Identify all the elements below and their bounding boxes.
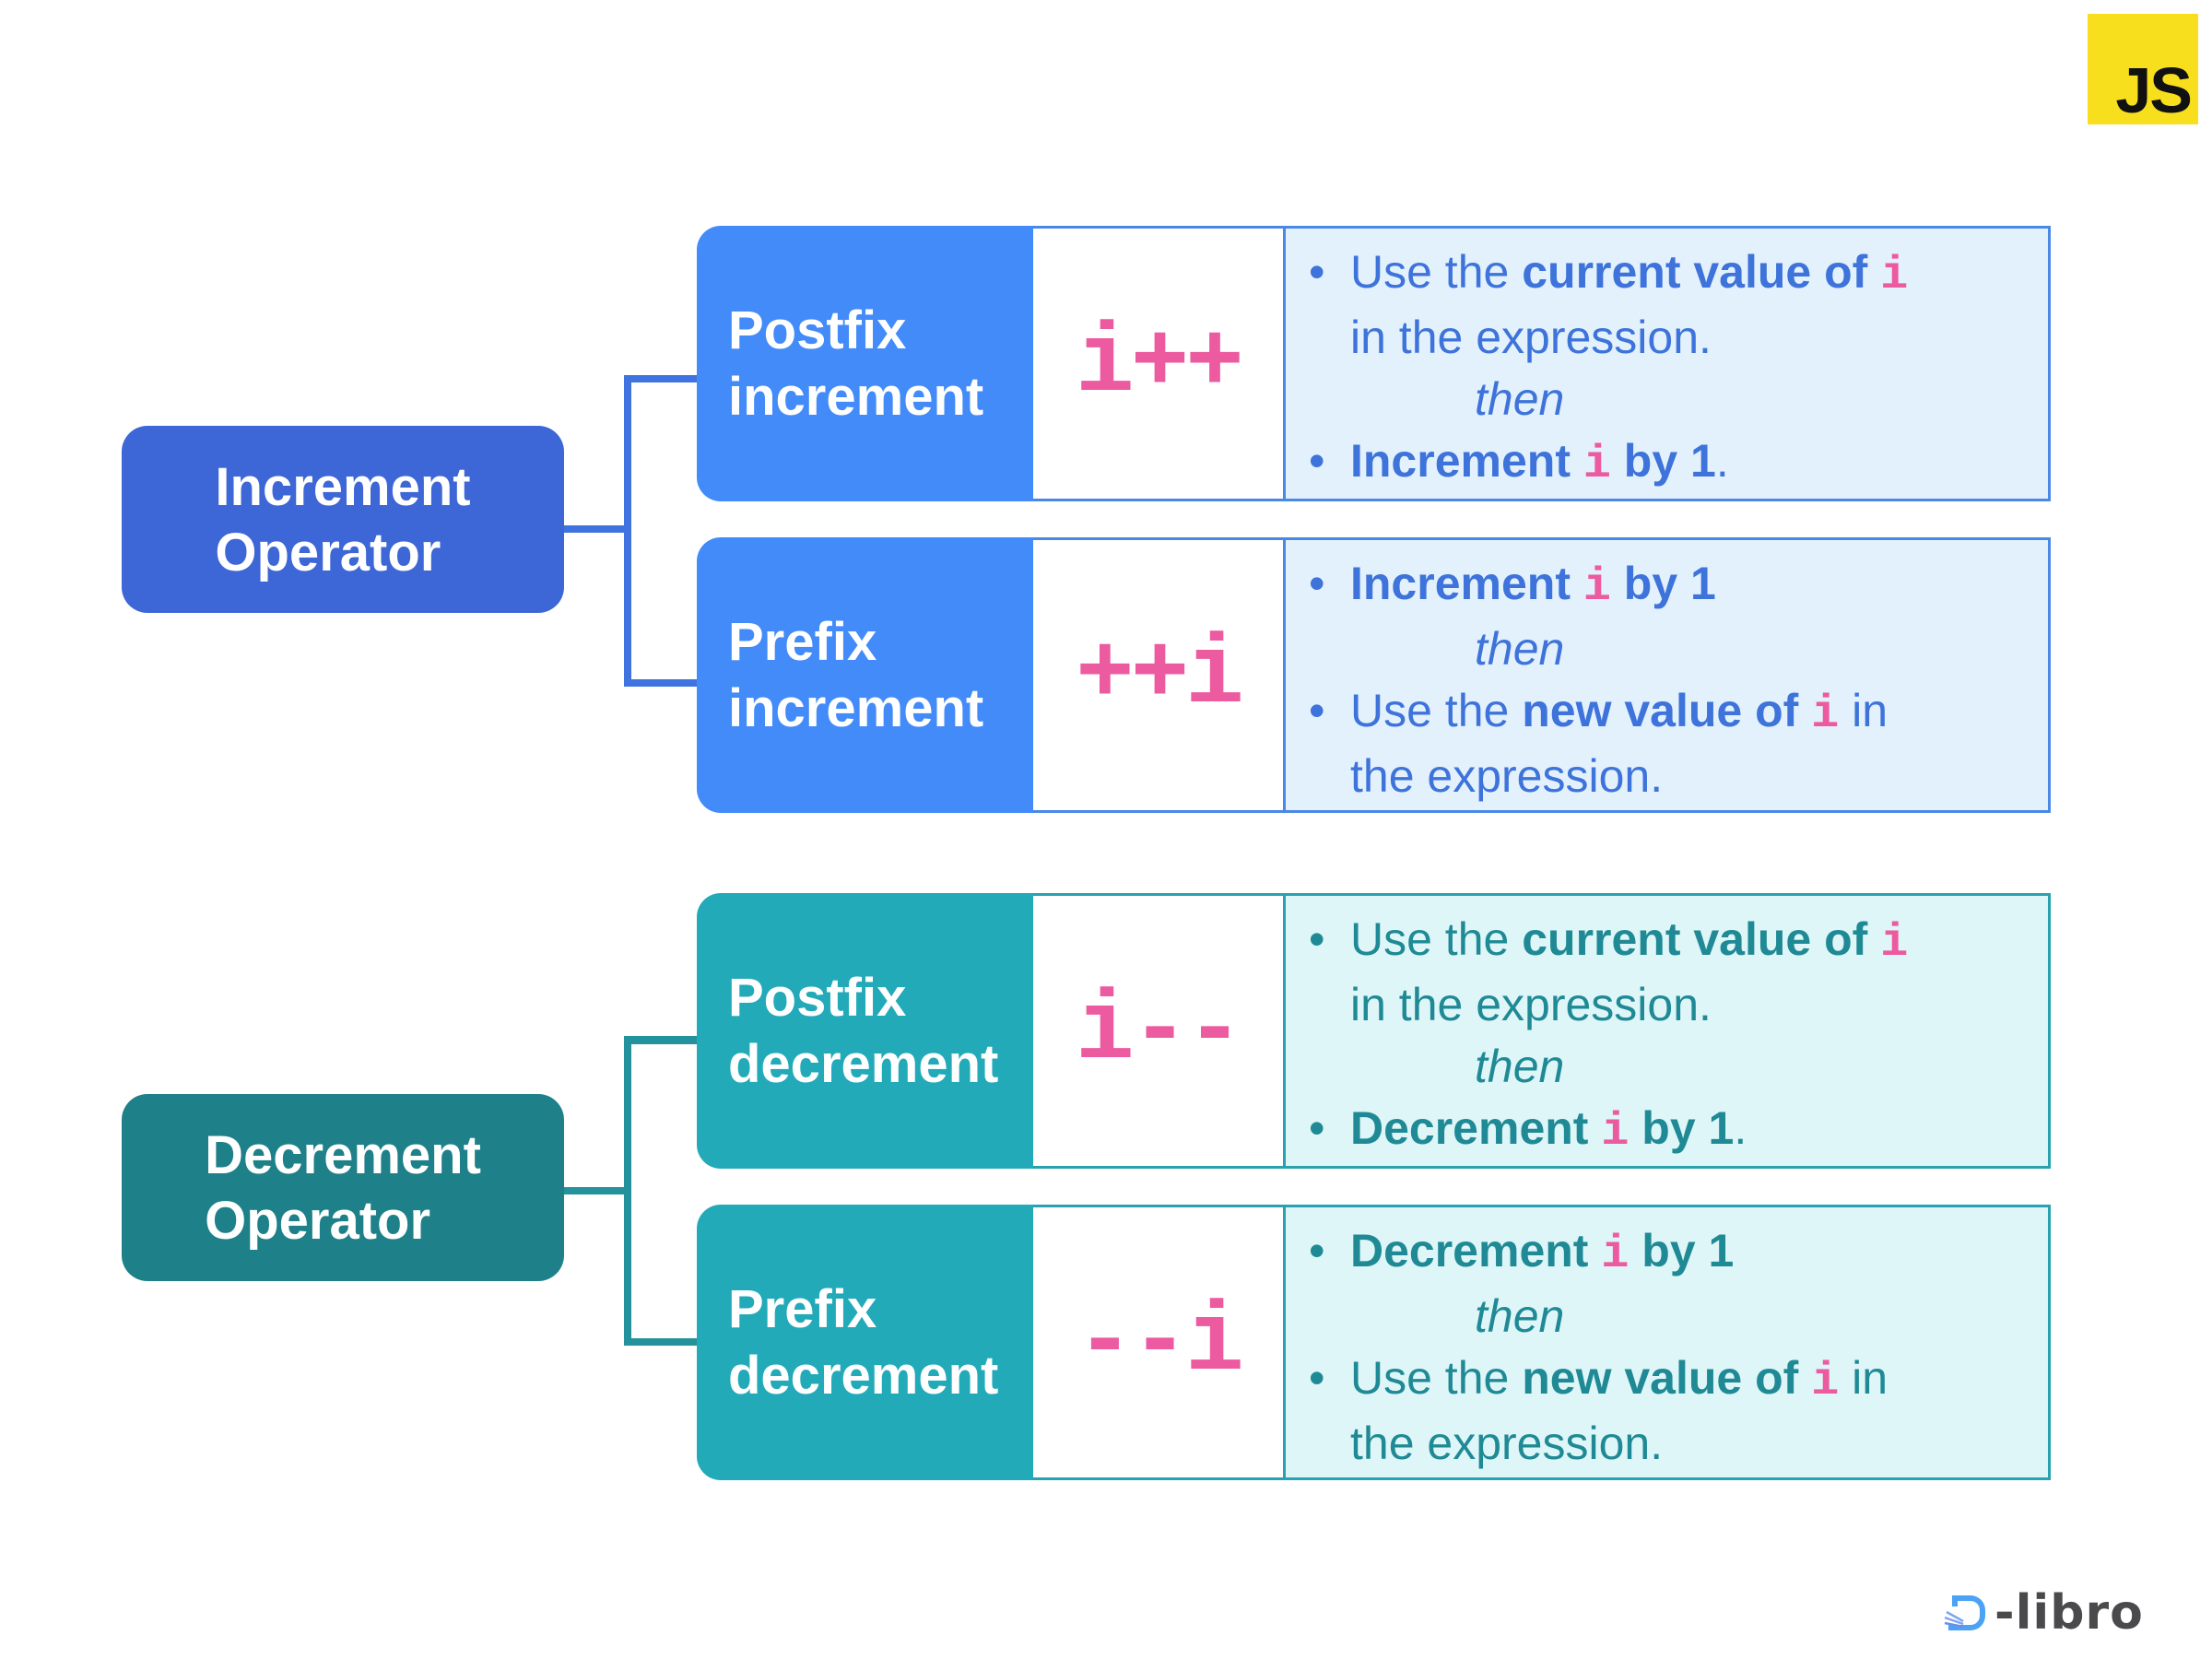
bold-text: by 1 (1641, 1225, 1735, 1277)
title-line: decrement (728, 1033, 999, 1094)
bold-text: Decrement (1350, 1225, 1589, 1277)
bold-text: Decrement (1350, 1102, 1589, 1154)
title-line: decrement (728, 1345, 999, 1406)
title-line: increment (728, 677, 984, 738)
description-item: • Decrement i by 1. (1309, 1098, 2048, 1163)
description-item: • Increment i by 1. (1309, 430, 2048, 496)
title-line: Postfix (728, 300, 907, 360)
text: . (1734, 1102, 1747, 1154)
operator-label-line: Increment (215, 456, 471, 517)
bold-text: by 1 (1641, 1102, 1735, 1154)
code-variable: i (1583, 439, 1611, 491)
text: in (1839, 1352, 1888, 1404)
description-item: • Use the new value of i in the expression… (1309, 680, 2048, 807)
connector-branch-bottom (624, 679, 700, 687)
description-item: • Increment i by 1 (1309, 553, 2048, 618)
text: Use the (1350, 913, 1523, 965)
bullet-icon: • (1309, 1102, 1325, 1154)
operator-symbol: --i (1033, 1205, 1286, 1480)
bullet-icon: • (1309, 1352, 1325, 1404)
operator-symbol: i-- (1033, 893, 1286, 1169)
connector-branch-bottom (624, 1338, 700, 1346)
bold-text: by 1 (1623, 435, 1716, 487)
bold-text: current value of (1522, 246, 1868, 298)
code-variable: i (1811, 688, 1840, 741)
bold-text: new value of (1522, 685, 1799, 736)
code-variable: i (1880, 250, 1909, 302)
title-line: Prefix (728, 1278, 877, 1339)
bullet-icon: • (1309, 913, 1325, 965)
description-item: • Use the current value of i in the expres… (1309, 241, 2048, 369)
text: Use the (1350, 1352, 1523, 1404)
bold-text: new value of (1522, 1352, 1799, 1404)
bullet-icon: • (1309, 558, 1325, 609)
d-libro-logo: -libro (1943, 1585, 2144, 1641)
bold-text: Increment (1350, 435, 1571, 487)
text: in (1839, 685, 1888, 736)
text-continuation: the expression. (1350, 1418, 1664, 1469)
description-item: • Use the current value of i in the expres… (1309, 909, 2048, 1036)
bullet-icon: • (1309, 1225, 1325, 1277)
title-line: Postfix (728, 967, 907, 1028)
text-continuation: the expression. (1350, 750, 1664, 802)
operator-symbol: i++ (1033, 226, 1286, 501)
operator-label-line: Decrement (205, 1124, 481, 1185)
bullet-icon: • (1309, 246, 1325, 298)
title-line: increment (728, 366, 984, 427)
operator-label-line: Operator (215, 522, 441, 582)
bold-text: by 1 (1623, 558, 1716, 609)
bullet-icon: • (1309, 435, 1325, 487)
description-item: • Use the new value of i in the expression… (1309, 1347, 2048, 1475)
connector-horizontal (564, 525, 629, 533)
connector-horizontal (564, 1187, 629, 1194)
text: Use the (1350, 685, 1523, 736)
javascript-logo: JS (2088, 14, 2198, 124)
operator-description: • Increment i by 1 then • Use the new value … (1286, 537, 2051, 813)
decrement-operator-label: Decrement Operator (205, 1123, 481, 1253)
text: Use the (1350, 246, 1523, 298)
connector-branch-top (624, 1036, 700, 1044)
then-text: then (1475, 373, 1565, 425)
then-text: then (1475, 1041, 1565, 1092)
title-line: Prefix (728, 611, 877, 672)
operator-description: • Use the current value of i in the expres… (1286, 893, 2051, 1169)
text-continuation: in the expression. (1350, 979, 1712, 1030)
d-libro-wordmark: -libro (1994, 1585, 2144, 1641)
operator-symbol: ++i (1033, 537, 1286, 813)
connector-vertical (624, 1036, 631, 1346)
code-variable: i (1583, 561, 1611, 614)
description-item: • Decrement i by 1 (1309, 1220, 2048, 1286)
bold-text: current value of (1522, 913, 1868, 965)
increment-operator-box: Increment Operator (122, 426, 564, 613)
bold-text: Increment (1350, 558, 1571, 609)
text: . (1715, 435, 1729, 487)
operator-description: • Decrement i by 1 then • Use the new value … (1286, 1205, 2051, 1480)
javascript-logo-text: JS (2115, 54, 2193, 126)
code-variable: i (1601, 1106, 1630, 1159)
bullet-icon: • (1309, 685, 1325, 736)
code-variable: i (1880, 917, 1909, 970)
d-libro-mark-icon (1944, 1595, 1985, 1630)
text-continuation: in the expression. (1350, 312, 1712, 363)
connector-branch-top (624, 375, 700, 382)
operator-label-line: Operator (205, 1190, 431, 1251)
increment-operator-label: Increment Operator (215, 454, 470, 585)
then-text: then (1475, 1290, 1565, 1342)
code-variable: i (1601, 1229, 1630, 1281)
decrement-operator-box: Decrement Operator (122, 1094, 564, 1281)
connector-vertical (624, 375, 631, 687)
then-text: then (1475, 623, 1565, 675)
code-variable: i (1811, 1356, 1840, 1408)
operator-description: • Use the current value of i in the expres… (1286, 226, 2051, 501)
